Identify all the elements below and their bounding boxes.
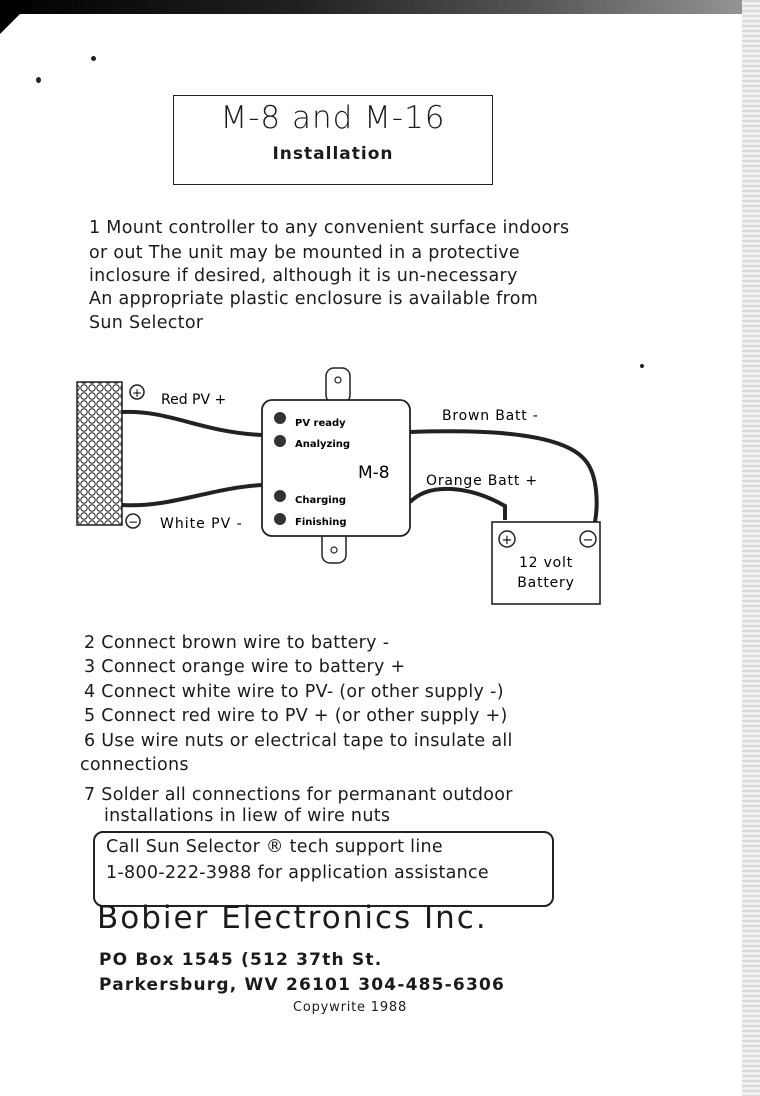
scan-corner — [0, 0, 34, 34]
step-line: connections — [80, 755, 189, 775]
controller-body — [261, 399, 411, 537]
wire-label: Brown Batt - — [442, 408, 539, 424]
step-line: 3 Connect orange wire to battery + — [84, 657, 406, 677]
step1-line: Sun Selector — [89, 313, 204, 333]
svg-text:+: + — [502, 533, 513, 548]
step1-line: 1 Mount controller to any convenient sur… — [89, 218, 570, 238]
battery-negative-terminal-icon: − — [579, 530, 597, 548]
svg-text:−: − — [583, 533, 594, 548]
copyright: Copywrite 1988 — [293, 1000, 408, 1015]
page-title: M-8 and M-16 — [220, 100, 446, 136]
wiring-diagram: + − PV ready Analyzing Charging Finishin… — [76, 367, 601, 605]
company-name: Bobier Electronics Inc. — [97, 900, 488, 936]
svg-text:−: − — [128, 515, 138, 529]
led-icon — [274, 435, 286, 447]
step-line: 2 Connect brown wire to battery - — [84, 633, 390, 653]
led-label: Analyzing — [295, 439, 350, 450]
step-line: 6 Use wire nuts or electrical tape to in… — [84, 731, 513, 751]
battery-label: 12 volt — [519, 555, 573, 571]
wire-label: Red PV + — [161, 392, 226, 408]
address-line: PO Box 1545 (512 37th St. — [99, 950, 383, 970]
step-line: installations in liew of wire nuts — [104, 806, 391, 826]
page-subtitle: Installation — [272, 144, 394, 164]
step1-line: or out The unit may be mounted in a prot… — [89, 243, 520, 263]
led-label: Finishing — [295, 517, 347, 528]
address-line: Parkersburg, WV 26101 304-485-6306 — [99, 975, 506, 995]
title-box: M-8 and M-16 Installation — [173, 95, 493, 185]
step-line: 7 Solder all connections for permanant o… — [84, 785, 513, 805]
brown-wire — [409, 429, 599, 523]
scan-speck — [91, 56, 96, 61]
step-line: 4 Connect white wire to PV- (or other su… — [84, 682, 504, 702]
support-line: Call Sun Selector ® tech support line — [106, 837, 443, 857]
wire-label: Orange Batt + — [426, 473, 538, 489]
step-line: 5 Connect red wire to PV + (or other sup… — [84, 706, 508, 726]
scan-border-right — [742, 0, 760, 1096]
pv-positive-terminal-icon: + — [129, 384, 145, 400]
white-wire — [121, 483, 263, 508]
led-label: Charging — [295, 495, 346, 506]
led-icon — [274, 490, 286, 502]
step1-line: An appropriate plastic enclosure is avai… — [89, 289, 539, 309]
scan-speck — [36, 77, 41, 83]
led-label: PV ready — [295, 418, 346, 429]
battery-positive-terminal-icon: + — [498, 530, 516, 548]
solar-panel-icon — [76, 381, 123, 526]
controller-label: M-8 — [358, 463, 390, 483]
led-icon — [274, 412, 286, 424]
mounting-tab-icon — [325, 367, 351, 404]
wire-label: White PV - — [160, 516, 243, 532]
battery-label: Battery — [517, 575, 574, 591]
red-wire — [121, 409, 263, 437]
support-box — [93, 831, 554, 907]
pv-negative-terminal-icon: − — [125, 513, 141, 529]
scan-border-top — [0, 0, 760, 14]
svg-text:+: + — [132, 386, 142, 400]
led-icon — [274, 513, 286, 525]
step1-line: inclosure if desired, although it is un-… — [89, 266, 518, 286]
support-phone: 1-800-222-3988 for application assistanc… — [106, 863, 490, 883]
scan-speck — [640, 364, 644, 368]
orange-wire — [408, 486, 507, 520]
